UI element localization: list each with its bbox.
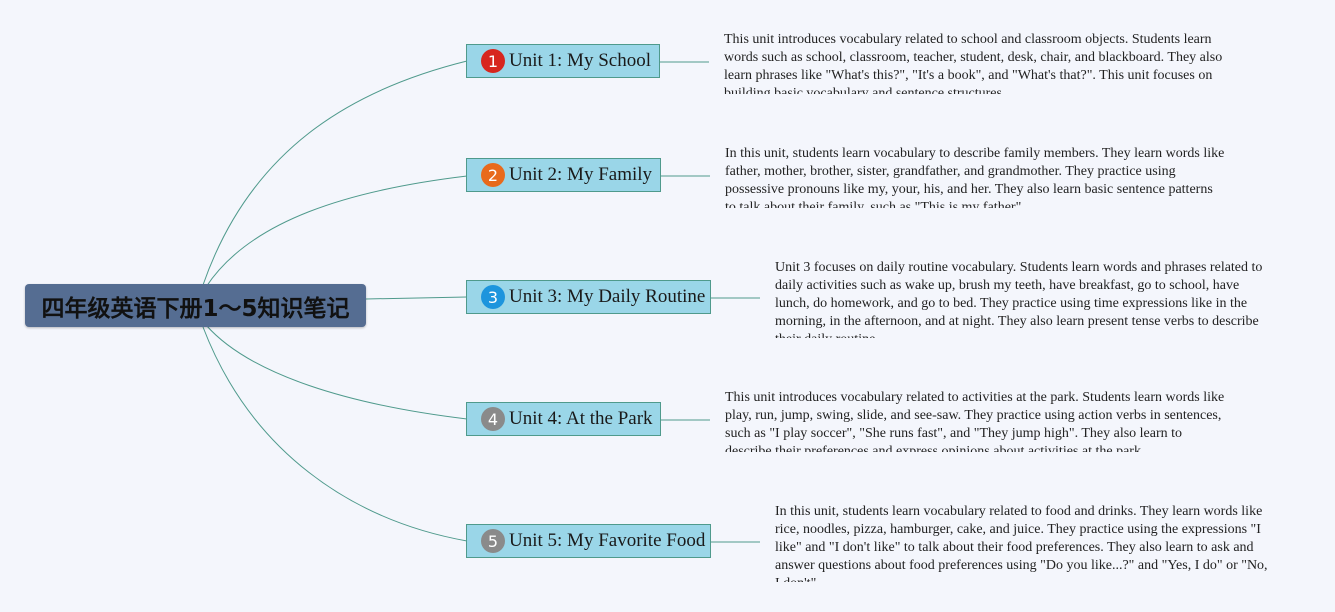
topic-label: Unit 4: At the Park [509,408,653,429]
note-text: This unit introduces vocabulary related … [725,390,1225,452]
note-unit-3: Unit 3 focuses on daily routine vocabula… [775,259,1275,338]
root-topic[interactable]: 四年级英语下册1～5知识笔记 [25,284,366,327]
topic-unit-2[interactable]: 2 Unit 2: My Family [466,158,661,192]
branch-unit-4 [205,324,468,420]
number-marker-icon: 2 [481,163,505,187]
topic-unit-1[interactable]: 1 Unit 1: My School [466,44,660,78]
note-text: Unit 3 focuses on daily routine vocabula… [775,260,1263,338]
root-title: 四年级英语下册1～5知识笔记 [41,295,350,322]
topic-label: Unit 5: My Favorite Food [509,530,706,551]
note-unit-4: This unit introduces vocabulary related … [725,389,1225,452]
number-marker-icon: 1 [481,49,505,73]
topic-label: Unit 2: My Family [509,164,653,185]
note-unit-5: In this unit, students learn vocabulary … [775,503,1275,582]
topic-unit-5[interactable]: 5 Unit 5: My Favorite Food [466,524,711,558]
number-marker-icon: 4 [481,407,505,431]
branch-unit-2 [205,175,468,288]
topic-label: Unit 1: My School [509,50,651,71]
note-text: In this unit, students learn vocabulary … [775,504,1268,582]
branch-curves [202,60,468,542]
branch-unit-5 [202,326,468,542]
note-links [659,61,760,543]
topic-unit-4[interactable]: 4 Unit 4: At the Park [466,402,661,436]
note-unit-1: This unit introduces vocabulary related … [724,31,1224,94]
note-unit-2: In this unit, students learn vocabulary … [725,145,1225,208]
topic-unit-3[interactable]: 3 Unit 3: My Daily Routine [466,280,711,314]
note-text: This unit introduces vocabulary related … [724,32,1223,94]
number-marker-icon: 3 [481,285,505,309]
branch-unit-3 [365,296,468,300]
topic-label: Unit 3: My Daily Routine [509,286,706,307]
number-marker-icon: 5 [481,529,505,553]
note-text: In this unit, students learn vocabulary … [725,146,1225,208]
branch-unit-1 [202,60,468,286]
